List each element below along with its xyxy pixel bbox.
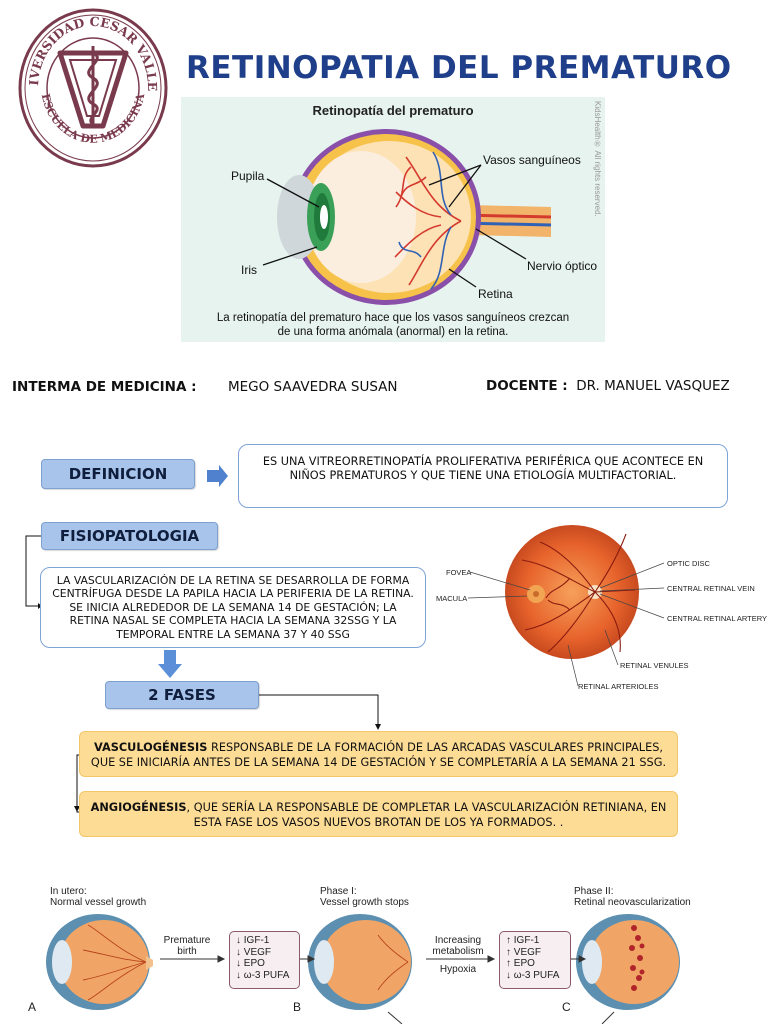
vasculogenesis-text: RESPONSABLE DE LA FORMACIÓN DE LAS ARCAD… [90, 741, 667, 769]
fases-header: 2 FASES [105, 681, 259, 709]
eye-b [308, 914, 412, 1010]
eye-figure-caption: La retinopatía del prematuro hace que lo… [181, 311, 605, 339]
docente-name: DR. MANUEL VASQUEZ [576, 378, 730, 394]
eye-a [46, 914, 153, 1010]
fundus-illustration [467, 525, 665, 687]
connector-lines [25, 465, 381, 813]
definicion-text: ES UNA VITREORRETINOPATÍA PROLIFERATIVA … [238, 444, 728, 508]
caption-line-2: de una forma anómala (anormal) en la ret… [277, 326, 509, 338]
phases-illustration [46, 914, 680, 1024]
fundus-label-vein: CENTRAL RETINAL VEIN [667, 584, 755, 593]
fundus-figure: FOVEA MACULA OPTIC DISC CENTRAL RETINAL … [430, 520, 767, 695]
fundus-label-fovea: FOVEA [446, 568, 472, 577]
fundus-label-optic-disc: OPTIC DISC [667, 559, 710, 568]
figure-credit: KidsHealth® All rights reserved. [593, 101, 602, 217]
factors-box-1: ↓ IGF-1↓ VEGF↓ EPO↓ ω-3 PUFA [229, 931, 300, 989]
letter-a: A [28, 1000, 37, 1014]
fundus-label-macula: MACULA [436, 594, 468, 603]
label-retina: Retina [478, 287, 513, 301]
phase-c-title: Phase II:Retinal neovascularization [574, 886, 691, 908]
eye-figure-title: Retinopatía del prematuro [312, 103, 474, 118]
docente-block: DOCENTE : DR. MANUEL VASQUEZ [486, 378, 746, 395]
phase-a-title: In utero:Normal vessel growth [50, 886, 147, 908]
docente-label: DOCENTE : [486, 378, 568, 394]
label-nervio: Nervio óptico [527, 259, 598, 273]
label-iris: Iris [241, 263, 257, 277]
phase-b-title: Phase I:Vessel growth stops [320, 886, 409, 908]
angiogenesis-box: ANGIOGÉNESIS, QUE SERÍA LA RESPONSABLE D… [79, 791, 678, 837]
intern-name: MEGO SAAVEDRA SUSAN [228, 379, 398, 395]
label-pupila: Pupila [231, 169, 265, 183]
university-seal: UNIVERSIDAD CESAR VALLEJO ESCUELA DE MED… [12, 0, 168, 168]
fundus-label-artery: CENTRAL RETINAL ARTERY [667, 614, 768, 623]
definicion-header: DEFINICION [41, 459, 195, 489]
vasculogenesis-term: VASCULOGÉNESIS [94, 741, 208, 754]
angiogenesis-text: , QUE SERÍA LA RESPONSABLE DE COMPLETAR … [186, 801, 667, 829]
eye-c [576, 914, 680, 1010]
hypoxia-label: Hypoxia [439, 964, 477, 975]
fisiopatologia-header: FISIOPATOLOGIA [41, 522, 218, 550]
angiogenesis-term: ANGIOGÉNESIS [90, 801, 187, 814]
page-title: RETINOPATIA DEL PREMATURO [186, 50, 732, 86]
eye-illustration [262, 129, 552, 305]
intern-label: INTERMA DE MEDICINA : [12, 379, 197, 395]
fisiopatologia-text: LA VASCULARIZACIÓN DE LA RETINA SE DESAR… [40, 567, 426, 648]
eye-anatomy-figure: Retinopatía del prematuro [181, 97, 605, 342]
factors-box-2: ↑ IGF-1↑ VEGF↑ EPO↓ ω-3 PUFA [499, 931, 571, 989]
letter-b: B [293, 1000, 302, 1014]
fundus-label-arterioles: RETINAL ARTERIOLES [578, 682, 659, 691]
vasculogenesis-box: VASCULOGÉNESIS RESPONSABLE DE LA FORMACI… [79, 731, 678, 777]
fundus-label-venules: RETINAL VENULES [620, 661, 689, 670]
rop-phases-figure: In utero:Normal vessel growth Phase I:Ve… [28, 880, 748, 1024]
label-vasos: Vasos sanguíneos [483, 153, 581, 167]
caption-line-1: La retinopatía del prematuro hace que lo… [216, 312, 570, 324]
letter-c: C [562, 1000, 571, 1014]
